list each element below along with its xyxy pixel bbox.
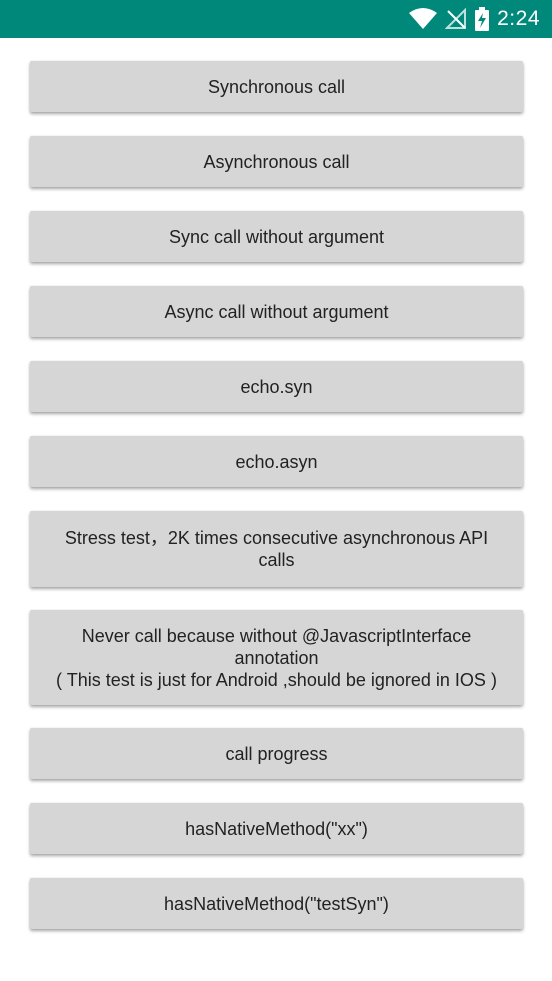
asynchronous-call-button[interactable]: Asynchronous call: [30, 136, 523, 187]
synchronous-call-button[interactable]: Synchronous call: [30, 61, 523, 112]
status-time: 2:24: [497, 7, 540, 30]
status-bar: 2:24: [0, 0, 552, 38]
battery-charging-icon: [475, 7, 490, 31]
no-signal-icon: [445, 8, 467, 30]
wifi-icon: [409, 8, 438, 30]
call-progress-button[interactable]: call progress: [30, 728, 523, 779]
echo-asyn-button[interactable]: echo.asyn: [30, 436, 523, 487]
sync-call-without-argument-button[interactable]: Sync call without argument: [30, 211, 523, 262]
stress-test-button[interactable]: Stress test，2K times consecutive asynchr…: [30, 511, 523, 587]
async-call-without-argument-button[interactable]: Async call without argument: [30, 286, 523, 337]
echo-syn-button[interactable]: echo.syn: [30, 361, 523, 412]
has-native-method-xx-button[interactable]: hasNativeMethod("xx"): [30, 803, 523, 854]
has-native-method-testsyn-button[interactable]: hasNativeMethod("testSyn"): [30, 878, 523, 929]
never-call-button[interactable]: Never call because without @JavascriptIn…: [30, 610, 523, 705]
